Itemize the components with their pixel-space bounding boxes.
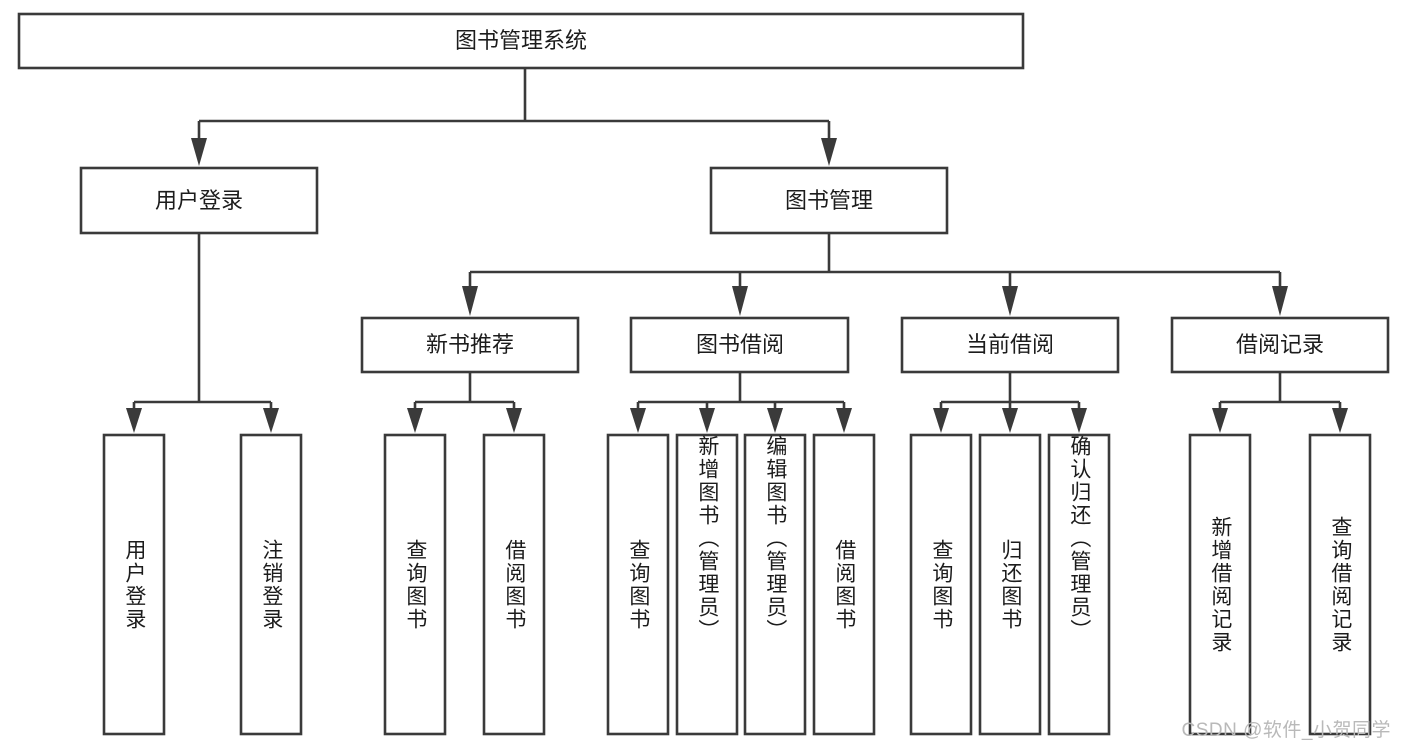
node-box-new-book-recommend[interactable]: [360, 316, 580, 374]
leaf-box-user-login[interactable]: [102, 433, 166, 736]
arrow-head-leaf-13: [1332, 408, 1348, 433]
leaf-box-confirm-return-admin[interactable]: [1047, 433, 1111, 736]
node-box-book-borrow[interactable]: [629, 316, 850, 374]
leaf-box-return-book[interactable]: [978, 433, 1042, 736]
leaf-box-add-book-admin[interactable]: [675, 433, 739, 736]
arrow-head-leaf-12: [1212, 408, 1228, 433]
arrow-head-leaf-7: [767, 408, 783, 433]
leaf-box-borrow-book-1[interactable]: [482, 433, 546, 736]
node-box-current-borrow[interactable]: [900, 316, 1120, 374]
arrow-head-leaf-9: [933, 408, 949, 433]
node-label-new-book-recommend: 新书推荐: [426, 332, 514, 357]
arrow-head-leaf-2: [263, 408, 279, 433]
node-label-borrow-records: 借阅记录: [1236, 332, 1324, 357]
leaf-box-query-borrow-record[interactable]: [1308, 433, 1372, 736]
arrow-head-leaf-8: [836, 408, 852, 433]
arrow-head-records: [1272, 286, 1288, 316]
arrow-head-leaf-4: [506, 408, 522, 433]
node-box-user-login[interactable]: [79, 166, 319, 235]
leaf-box-query-book-3[interactable]: [909, 433, 973, 736]
connector-new-book-to-leaves: [407, 372, 522, 433]
arrow-head-leaf-6: [699, 408, 715, 433]
arrow-head-leaf-1: [126, 408, 142, 433]
node-box-root[interactable]: [17, 12, 1025, 70]
arrow-head-new-book: [462, 286, 478, 316]
arrow-head-current: [1002, 286, 1018, 316]
leaf-box-borrow-book-2[interactable]: [812, 433, 876, 736]
node-label-book-management: 图书管理: [785, 188, 873, 213]
node-box-book-management[interactable]: [709, 166, 949, 235]
connector-user-login-to-leaves: [126, 233, 279, 433]
connector-borrow-to-leaves: [630, 372, 852, 433]
arrow-head-borrow: [732, 286, 748, 316]
arrow-head-leaf-11: [1071, 408, 1087, 433]
node-label-user-login: 用户登录: [155, 188, 243, 213]
node-box-borrow-records[interactable]: [1170, 316, 1390, 374]
arrow-head-user-login: [191, 138, 207, 166]
connector-records-to-leaves: [1212, 372, 1348, 433]
arrow-head-leaf-5: [630, 408, 646, 433]
arrow-head-leaf-3: [407, 408, 423, 433]
leaf-box-add-borrow-record[interactable]: [1188, 433, 1252, 736]
leaf-box-query-book-2[interactable]: [606, 433, 670, 736]
leaf-box-edit-book-admin[interactable]: [743, 433, 807, 736]
leaf-box-query-book-1[interactable]: [383, 433, 447, 736]
arrow-head-book-mgmt: [821, 138, 837, 166]
watermark-text: CSDN @软件_小贺同学: [1181, 720, 1391, 741]
connector-book-mgmt-to-level3: [462, 233, 1288, 316]
arrow-head-leaf-10: [1002, 408, 1018, 433]
connector-current-to-leaves: [933, 372, 1087, 433]
node-label-current-borrow: 当前借阅: [966, 332, 1054, 357]
node-label-book-borrow: 图书借阅: [696, 332, 784, 357]
leaf-box-logout-login[interactable]: [239, 433, 303, 736]
node-label-root: 图书管理系统: [455, 28, 587, 53]
connector-root-to-level2: [191, 68, 837, 166]
